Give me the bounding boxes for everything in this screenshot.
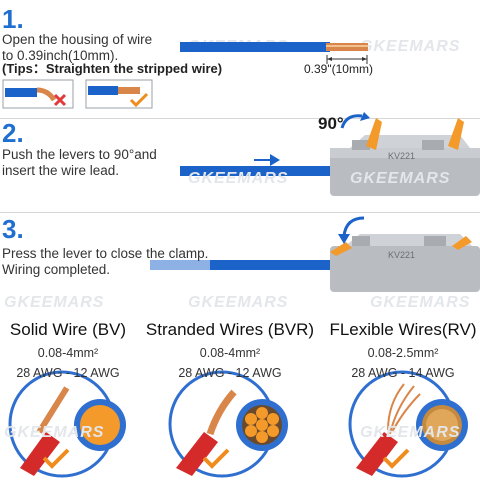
solid-wire-illustration — [8, 370, 126, 478]
wire-type-title: Stranded Wires (BVR) — [145, 320, 315, 339]
step-1-number: 1. — [2, 4, 24, 34]
wire-type-awg: 28 AWG - 14 AWG — [351, 366, 455, 380]
strip-length-label: 0.39"(10mm) — [304, 62, 373, 76]
wrong-example — [2, 79, 74, 109]
step-1-tip: (Tips：Straighten the stripped wire) — [2, 61, 223, 76]
watermark-3: GKEEMARS — [188, 170, 289, 187]
step-2-number: 2. — [2, 118, 24, 148]
wire-type-range: 0.08-2.5mm² — [367, 346, 439, 360]
wire-type-stranded: Stranded Wires (BVR) 0.08-4mm² 28 AWG - … — [145, 320, 315, 380]
connector-model-label-2: KV221 — [388, 250, 416, 260]
watermark-9: GKEEMARS — [360, 424, 461, 441]
stranded-wire-illustration — [168, 370, 288, 478]
wire-type-flexible: FLexible Wires(RV) 0.08-2.5mm² 28 AWG - … — [318, 320, 480, 380]
step-2-illustration — [0, 112, 480, 196]
right-example — [85, 79, 153, 109]
step-3-illustration — [0, 212, 480, 292]
wire-type-title: Solid Wire (BV) — [9, 320, 127, 339]
cross-icon — [53, 93, 67, 107]
insert-arrow-icon — [254, 154, 280, 166]
watermark-6: GKEEMARS — [188, 294, 289, 311]
check-icon — [202, 448, 230, 469]
check-icon — [382, 448, 410, 469]
step-1-text: Open the housing of wire to 0.39inch(10m… — [2, 32, 153, 63]
connector-model-label: KV221 — [388, 151, 416, 161]
wire-type-solid: Solid Wire (BV) 0.08-4mm² 28 AWG - 12 AW… — [0, 320, 153, 380]
wire-type-range: 0.08-4mm² — [199, 346, 261, 360]
wire-type-range: 0.08-4mm² — [37, 346, 99, 360]
watermark-2: GKEEMARS — [360, 38, 461, 55]
check-icon — [129, 92, 149, 108]
stripped-wire-illustration — [180, 42, 368, 64]
check-icon — [42, 448, 70, 469]
watermark-8: GKEEMARS — [4, 424, 105, 441]
step-3-number: 3. — [2, 214, 24, 244]
wire-type-awg: 28 AWG - 12 AWG — [178, 366, 282, 380]
wire-type-title: FLexible Wires(RV) — [329, 320, 477, 339]
step-2-text: Push the levers to 90°and insert the wir… — [2, 147, 157, 178]
step-3-text: Press the lever to close the clamp. Wiri… — [2, 246, 209, 277]
press-arrow-icon — [338, 234, 350, 244]
wire-type-awg: 28 AWG - 12 AWG — [16, 366, 120, 380]
wire-insulation — [180, 42, 330, 52]
watermark-5: GKEEMARS — [4, 294, 105, 311]
watermark-4: GKEEMARS — [350, 170, 451, 187]
watermark-7: GKEEMARS — [370, 294, 471, 311]
angle-label: 90° — [318, 114, 344, 133]
flexible-wire-illustration — [348, 370, 468, 478]
lever-icon — [366, 118, 382, 150]
